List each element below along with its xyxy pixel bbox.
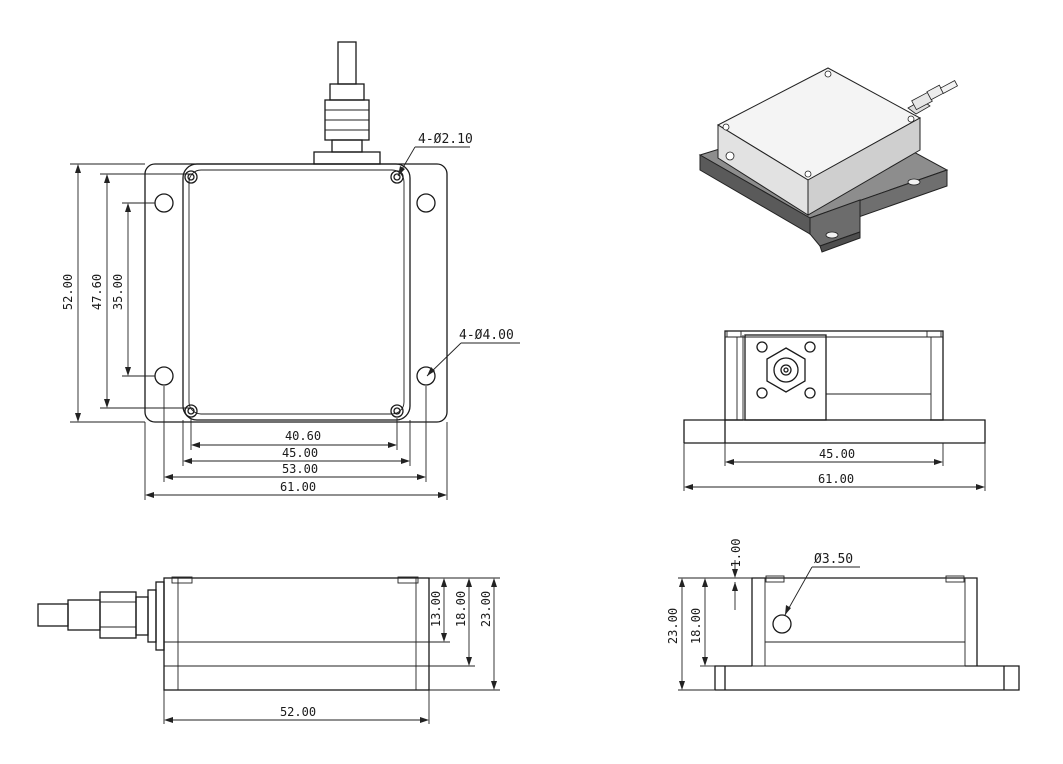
top-view-callout-leaders [397, 146, 520, 377]
side-dim-label-13: 13.00 [429, 591, 443, 627]
dim-label-61: 61.00 [280, 480, 316, 494]
iso-body-side [807, 117, 921, 216]
front-view-body [724, 330, 944, 421]
dim-label-52: 52.00 [61, 274, 75, 310]
dim-label-53: 53.00 [282, 462, 318, 476]
top-view-connector [313, 41, 381, 165]
callout-large-holes: 4-Ø4.00 [459, 328, 514, 343]
side-view-hole [772, 614, 792, 634]
callout-small-holes: 4-Ø2.10 [418, 132, 473, 147]
top-view-vertical-dims [70, 163, 190, 423]
front-view: 45.00 61.00 [683, 330, 986, 491]
top-view-base-plate [144, 163, 448, 423]
dim-label-35: 35.00 [111, 274, 125, 310]
top-view-horizontal-dims [144, 386, 448, 500]
top-view-body [182, 163, 411, 421]
side-dim-label-23: 23.00 [479, 591, 493, 627]
isometric-view [698, 67, 959, 253]
side2-dim-label-23: 23.00 [666, 608, 680, 644]
iso-connector [907, 80, 959, 115]
top-view-small-holes [184, 170, 404, 418]
dim-label-40-6: 40.60 [285, 429, 321, 443]
side2-dim-label-18: 18.00 [689, 608, 703, 644]
side-view-body [163, 577, 430, 691]
callout-hole: Ø3.50 [814, 552, 853, 567]
dim-label-47-6: 47.60 [90, 274, 104, 310]
top-view: 52.00 47.60 35.00 40.60 4 [61, 41, 520, 500]
front-dim-label-45: 45.00 [819, 447, 855, 461]
dim-label-45: 45.00 [282, 446, 318, 460]
side-dim-label-18: 18.00 [454, 591, 468, 627]
top-view-large-holes [154, 193, 436, 386]
front-view-connector-flange [744, 334, 827, 421]
front-dim-label-61: 61.00 [818, 472, 854, 486]
side-view-left: 52.00 13.00 18.00 23.00 [37, 576, 500, 724]
side-view-right: 1.00 23.00 18.00 Ø3.50 [666, 539, 1020, 691]
side2-dim-label-1: 1.00 [729, 539, 743, 568]
side-dim-label-52: 52.00 [280, 705, 316, 719]
